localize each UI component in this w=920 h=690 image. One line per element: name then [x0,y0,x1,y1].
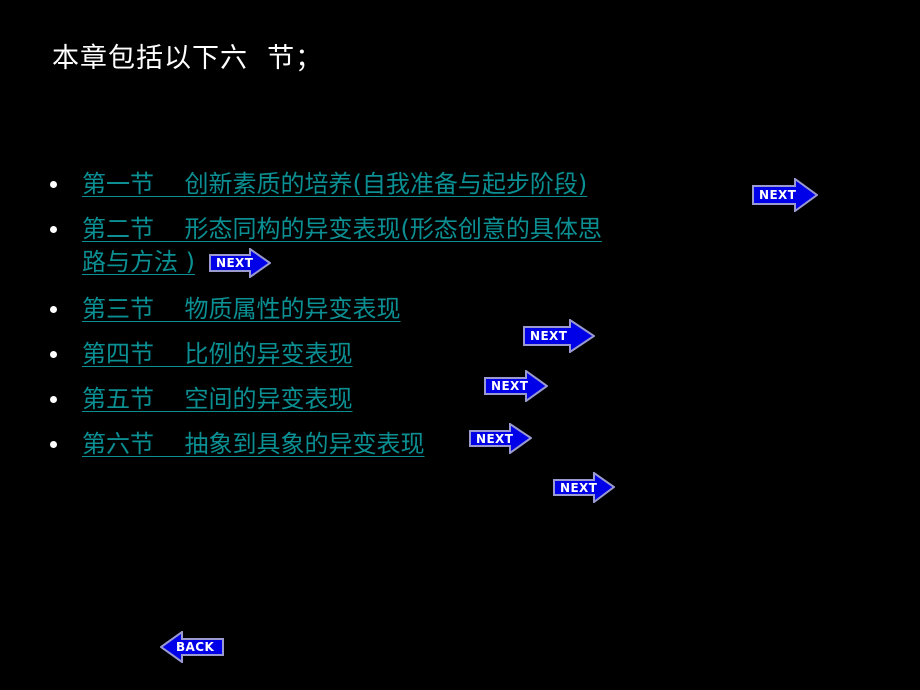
list-item: 第三节 物质属性的异变表现 [46,293,886,326]
sidebar-item-section-4[interactable]: 第四节 比例的异变表现 [82,339,353,368]
list-item: 第六节 抽象到具象的异变表现 [46,428,886,461]
list-item-body: 第六节 抽象到具象的异变表现 [46,428,886,461]
next-button-section-1[interactable]: NEXT [752,178,818,212]
next-button-section-6[interactable]: NEXT [553,472,615,503]
bullet-dot-icon [50,226,57,233]
bullet-dot-icon [50,395,57,403]
next-button-section-5[interactable]: NEXT [469,423,532,454]
bullet-dot-icon [50,440,57,448]
section-link-list: 第一节 创新素质的培养(自我准备与起步阶段) 第二节 形态同构的异变表现(形态创… [46,168,886,473]
list-item-body: 第二节 形态同构的异变表现(形态创意的具体思 路与方法 ) NEXT [46,213,886,281]
bullet-dot-icon [50,350,57,358]
list-item: 第五节 空间的异变表现 [46,383,886,416]
sidebar-item-section-6[interactable]: 第六节 抽象到具象的异变表现 [82,429,425,458]
list-item: 第一节 创新素质的培养(自我准备与起步阶段) [46,168,886,201]
bullet-dot-icon [50,181,57,188]
sidebar-item-section-1[interactable]: 第一节 创新素质的培养(自我准备与起步阶段) [82,170,588,198]
page-title: 本章包括以下六 节； [52,43,324,74]
list-item-body: 第一节 创新素质的培养(自我准备与起步阶段) [46,168,886,201]
next-button-section-3[interactable]: NEXT [523,319,595,353]
list-item-body: 第四节 比例的异变表现 [46,338,886,371]
back-button[interactable]: BACK [160,631,224,663]
sidebar-item-section-2-cont[interactable]: 路与方法 ) [82,248,195,276]
bullet-dot-icon [50,305,57,313]
next-button-section-4[interactable]: NEXT [484,370,548,402]
list-item: 第二节 形态同构的异变表现(形态创意的具体思 路与方法 ) NEXT [46,213,886,281]
sidebar-item-section-2[interactable]: 第二节 形态同构的异变表现(形态创意的具体思 [82,215,602,243]
sidebar-item-section-5[interactable]: 第五节 空间的异变表现 [82,384,353,413]
next-button-section-2[interactable]: NEXT [209,247,271,278]
list-item-body: 第五节 空间的异变表现 [46,383,886,416]
list-item-body: 第三节 物质属性的异变表现 [46,293,886,326]
list-item: 第四节 比例的异变表现 [46,338,886,371]
sidebar-item-section-3[interactable]: 第三节 物质属性的异变表现 [82,294,401,323]
back-button-container: BACK [160,631,224,663]
